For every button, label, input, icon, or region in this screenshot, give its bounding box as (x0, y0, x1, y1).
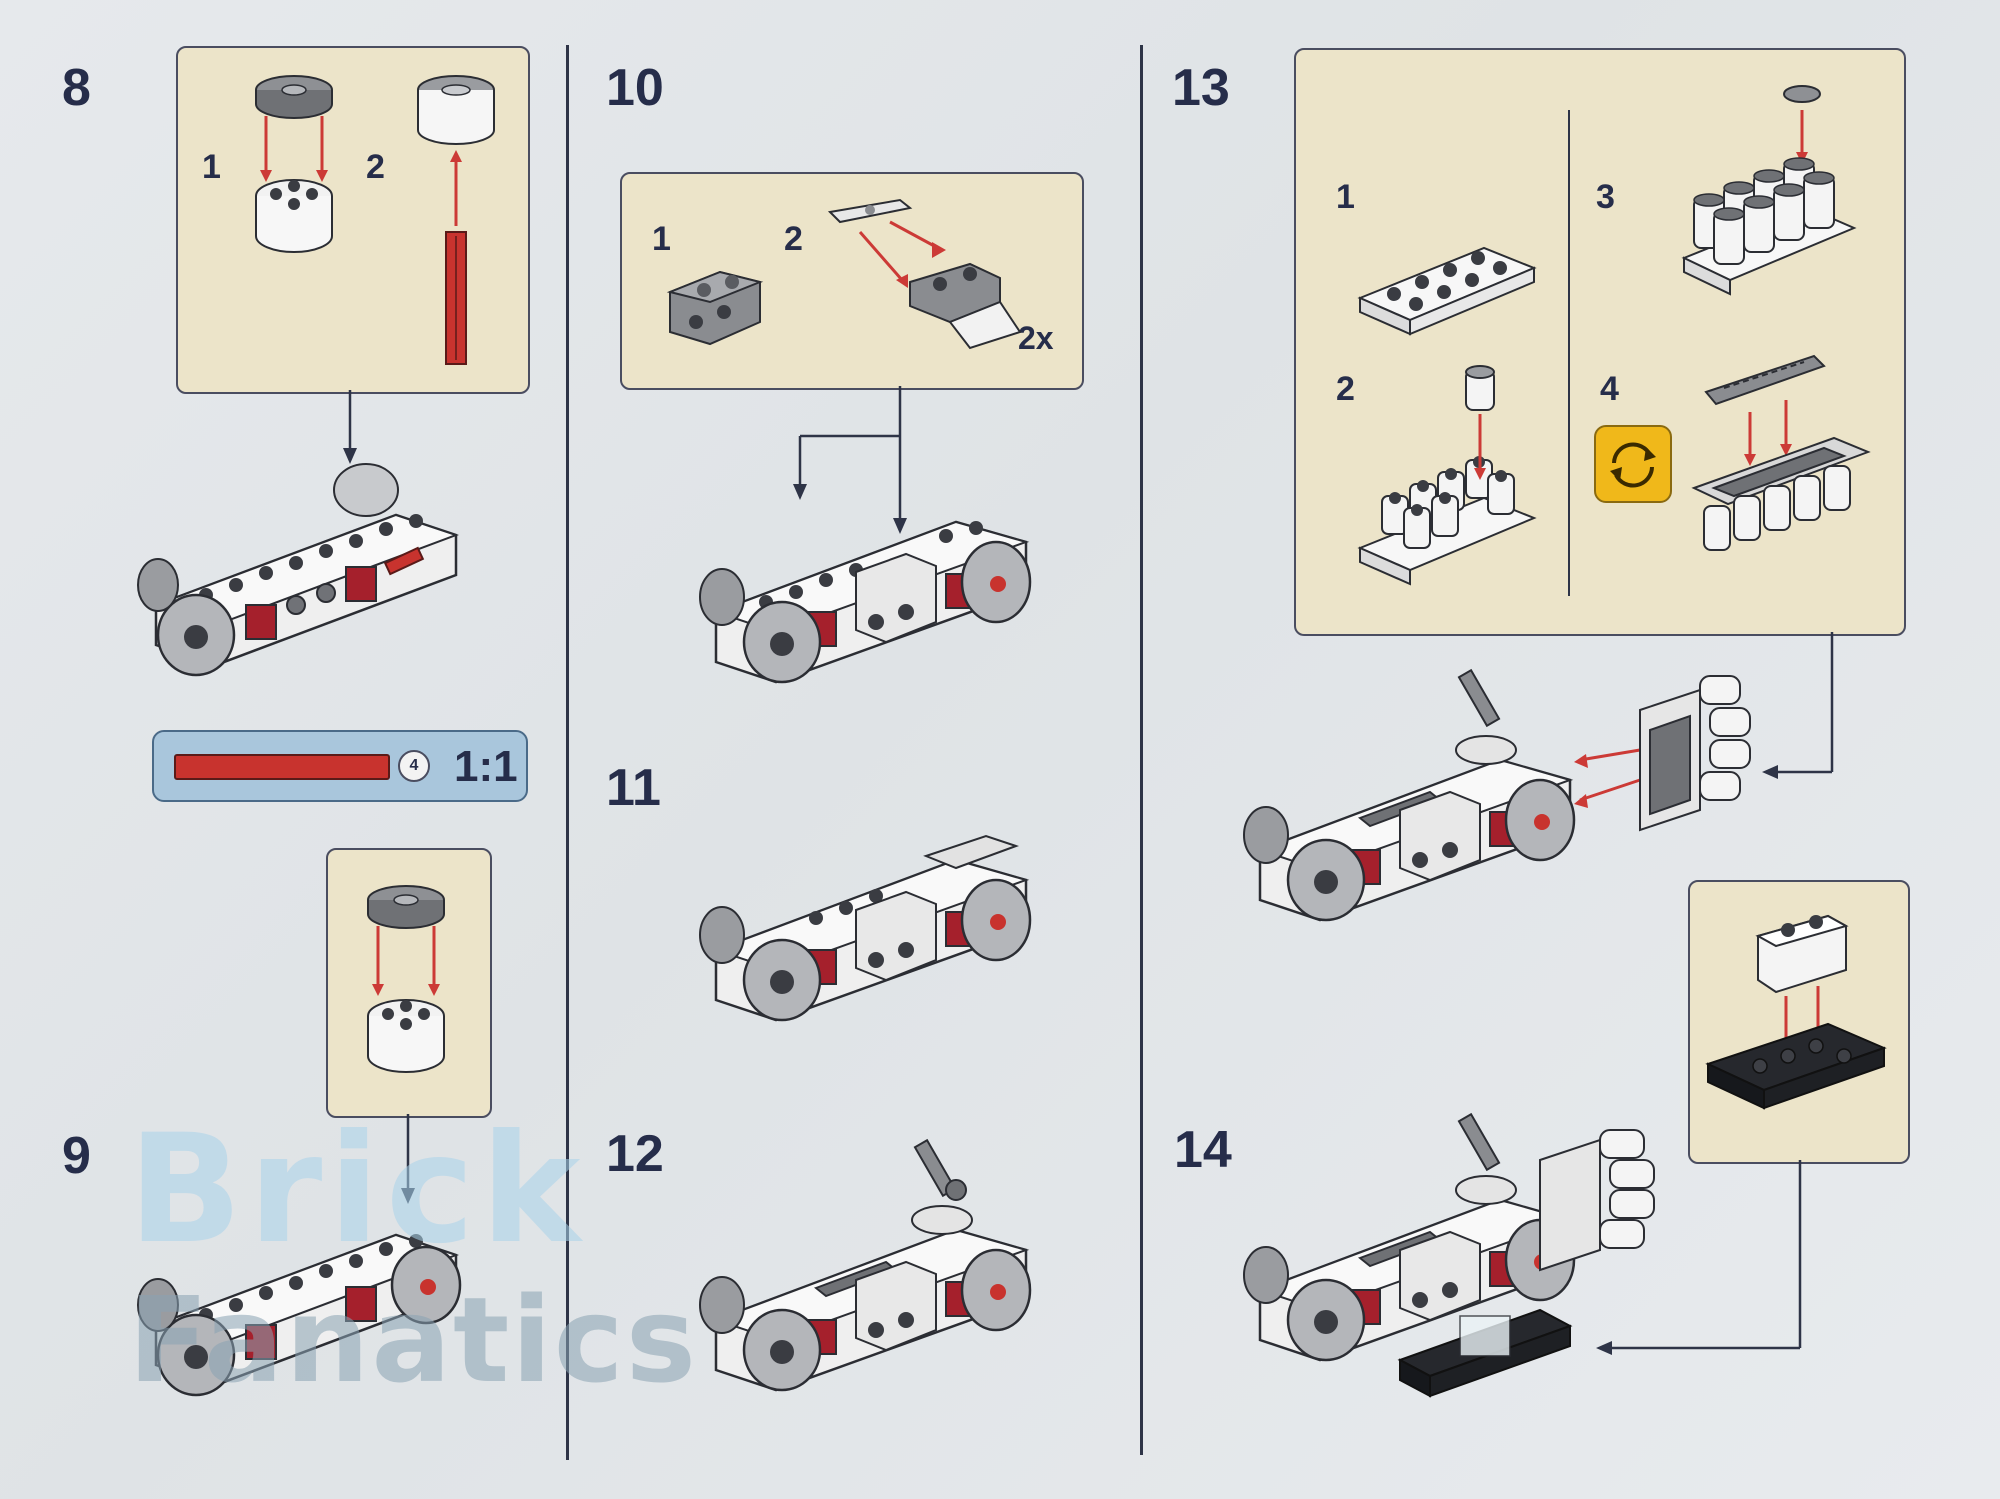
step-14-connector-line (1596, 1160, 1802, 1355)
step-14-subassembly-art (1705, 914, 1887, 1110)
step-10-multiplier: 2x (1018, 320, 1054, 356)
step-13-number: 13 (1172, 59, 1230, 117)
step-9-subassembly-art (367, 885, 445, 1073)
step-9-model-art (137, 1233, 462, 1397)
column-divider-right (1140, 45, 1143, 1455)
part-length-check: 4 1:1 (152, 730, 528, 802)
step-11-number: 11 (606, 759, 661, 817)
step-13-connector-line (1762, 632, 1834, 779)
watermark-logo: Brick Fanatics (128, 1100, 718, 1410)
step-10-connector-lines (793, 386, 907, 534)
step-9-callout (326, 848, 492, 1118)
step-8-connector-line (343, 390, 357, 464)
step-8-substep-2: 2 (366, 148, 385, 186)
step-13-substep-4: 4 (1600, 370, 1619, 408)
step-9-connector-line (401, 1114, 415, 1204)
step-13-model-art (1243, 668, 1751, 922)
step-8-substep-1: 1 (202, 148, 221, 186)
step-10-substep-1: 1 (652, 220, 671, 258)
step-14-number: 14 (1174, 1121, 1232, 1179)
step-12-number: 12 (606, 1125, 664, 1183)
watermark-line-2: Fanatics (128, 1271, 698, 1409)
step-10-subassembly-art (666, 198, 1022, 350)
step-10-substep-2: 2 (784, 220, 803, 258)
step-13-callout-divider (1568, 110, 1570, 596)
step-11-model-art (699, 834, 1032, 1022)
step-8-number: 8 (62, 59, 91, 117)
step-9-number: 9 (62, 1127, 91, 1185)
step-13-subassembly-art (1357, 85, 1871, 586)
step-8-subassembly-art (255, 75, 495, 365)
axle-part-bar (174, 754, 390, 780)
step-12-model-art (699, 1138, 1032, 1392)
column-divider-left (566, 45, 569, 1460)
step-13-substep-3: 3 (1596, 178, 1615, 216)
step-14-model-art (1243, 1112, 1655, 1398)
axle-length-label: 4 (398, 750, 430, 782)
step-10-model-art (699, 520, 1032, 684)
step-8-model-art (137, 463, 459, 677)
step-13-substep-1: 1 (1336, 178, 1355, 216)
rotate-icon (1594, 425, 1672, 503)
watermark-line-1: Brick (128, 1103, 587, 1277)
step-10-number: 10 (606, 59, 664, 117)
scale-label: 1:1 (454, 742, 518, 791)
step-13-substep-2: 2 (1336, 370, 1355, 408)
